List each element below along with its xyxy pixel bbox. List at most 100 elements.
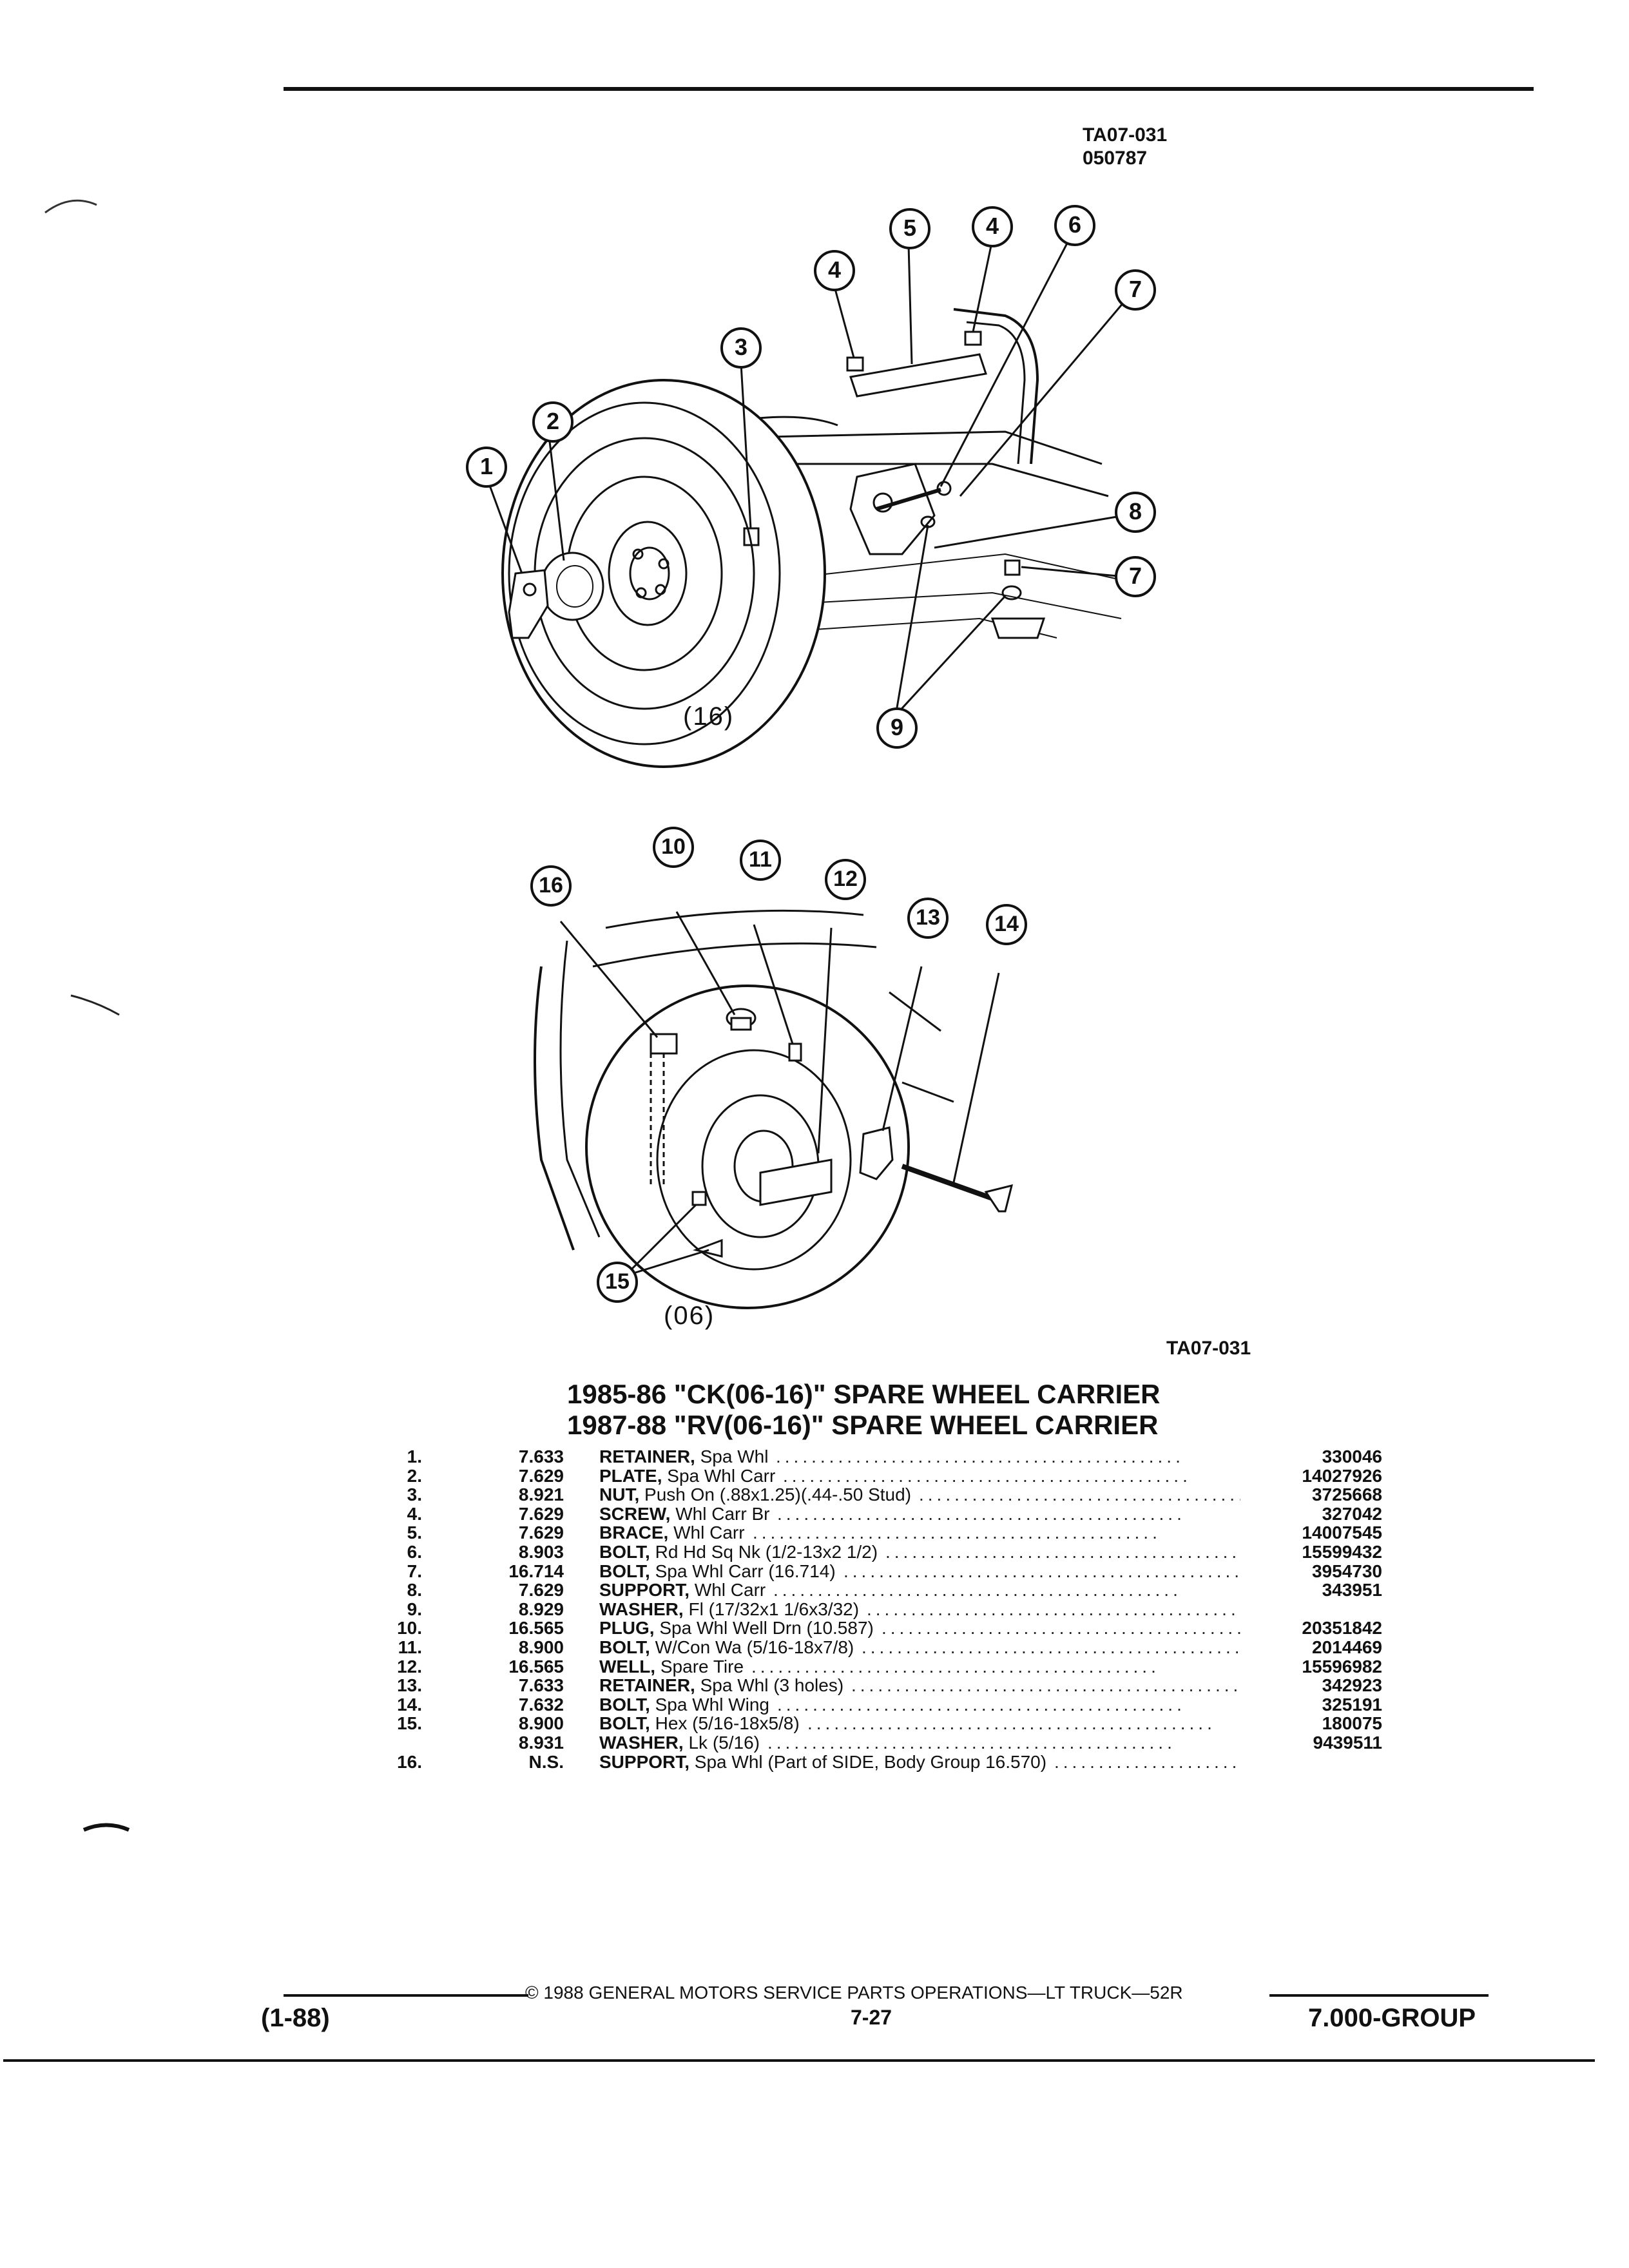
- part-description: BRACE, Whl Carr: [599, 1523, 745, 1543]
- group-number: 16.565: [508, 1656, 564, 1677]
- callout-9: 9: [890, 714, 904, 740]
- margin-marks: [44, 199, 130, 1832]
- item-number: 8.: [407, 1580, 422, 1600]
- item-number: 7.: [407, 1561, 422, 1581]
- callout-4b: 4: [985, 213, 999, 239]
- page-number: 7-27: [851, 2006, 892, 2029]
- top-exploded-diagram: [485, 238, 1135, 768]
- group-number: 8.929: [518, 1599, 564, 1619]
- item-number: 6.: [407, 1542, 422, 1562]
- leader-dots: ........................................…: [919, 1485, 1240, 1504]
- group-number: 8.900: [518, 1713, 564, 1734]
- part-description: BOLT, Rd Hd Sq Nk (1/2-13x2 1/2): [599, 1542, 878, 1562]
- top-rule: [284, 87, 1534, 91]
- leader-dots: ........................................…: [851, 1676, 1240, 1695]
- group-number: 16.714: [508, 1561, 564, 1581]
- item-number: 9.: [407, 1599, 422, 1619]
- footer-rule-left: [284, 1994, 528, 1997]
- item-number: 16.: [397, 1751, 422, 1772]
- part-number: 2014469: [1311, 1637, 1382, 1657]
- part-description: BOLT, Hex (5/16-18x5/8): [599, 1713, 800, 1734]
- item-number: 13.: [397, 1675, 422, 1696]
- item-number: 12.: [397, 1656, 422, 1677]
- leader-dots: ........................................…: [776, 1447, 1184, 1466]
- bottom-exploded-diagram: [534, 909, 1014, 1309]
- callout-11: 11: [749, 847, 772, 872]
- callout-3: 3: [734, 334, 748, 360]
- parts-row: 16. N.S. SUPPORT, Spa Whl (Part of SIDE, B…: [0, 1753, 1629, 1771]
- callout-7b: 7: [1128, 562, 1142, 589]
- callout-6: 6: [1068, 211, 1082, 238]
- part-description: SUPPORT, Whl Carr: [599, 1580, 766, 1600]
- part-number: 180075: [1322, 1713, 1382, 1734]
- leader-dots: ........................................…: [783, 1466, 1191, 1485]
- leader-dots: ........................................…: [843, 1561, 1240, 1581]
- part-number: 342923: [1322, 1675, 1382, 1696]
- item-number: 15.: [397, 1713, 422, 1734]
- parts-row: 11. 8.900 BOLT, W/Con Wa (5/16-18x7/8)....…: [0, 1638, 1629, 1657]
- group-number: 7.629: [518, 1503, 564, 1524]
- callout-8: 8: [1128, 498, 1142, 524]
- group-label: 7.000-GROUP: [1308, 2004, 1476, 2032]
- group-number: 8.900: [518, 1637, 564, 1657]
- bottom-rule: [3, 2059, 1595, 2062]
- part-number: 14027926: [1302, 1465, 1382, 1486]
- part-description: SUPPORT, Spa Whl (Part of SIDE, Body Gro…: [599, 1751, 1047, 1772]
- item-number: 3.: [407, 1485, 422, 1505]
- bottom-figure-label: (06): [664, 1302, 715, 1330]
- footer-rule-right: [1269, 1994, 1489, 1997]
- part-number: 3954730: [1311, 1561, 1382, 1581]
- group-number: 7.633: [518, 1675, 564, 1696]
- item-number: 11.: [398, 1637, 422, 1657]
- part-description: BOLT, W/Con Wa (5/16-18x7/8): [599, 1637, 854, 1657]
- callout-14: 14: [994, 912, 1019, 936]
- part-description: RETAINER, Spa Whl (3 holes): [599, 1675, 844, 1696]
- callout-15: 15: [605, 1269, 630, 1294]
- part-description: PLUG, Spa Whl Well Drn (10.587): [599, 1618, 874, 1639]
- item-number: 4.: [407, 1503, 422, 1524]
- parts-row: 3. 8.921 NUT, Push On (.88x1.25)(.44-.50 S…: [0, 1485, 1629, 1504]
- group-number: N.S.: [528, 1751, 564, 1772]
- callout-16: 16: [539, 873, 563, 898]
- part-description: BOLT, Spa Whl Wing: [599, 1694, 769, 1715]
- leader-dots: ........................................…: [1054, 1752, 1240, 1771]
- part-number: 15596982: [1302, 1656, 1382, 1677]
- part-description: WASHER, Lk (5/16): [599, 1733, 760, 1753]
- item-number: 1.: [407, 1446, 422, 1466]
- part-number: 327042: [1322, 1503, 1382, 1524]
- leader-dots: ........................................…: [773, 1581, 1182, 1600]
- leader-dots: ........................................…: [882, 1619, 1240, 1638]
- group-number: 8.921: [518, 1485, 564, 1505]
- group-number: 7.629: [518, 1523, 564, 1543]
- leader-dots: ........................................…: [862, 1638, 1240, 1657]
- copyright-line: © 1988 GENERAL MOTORS SERVICE PARTS OPER…: [525, 1983, 1183, 2003]
- drawing-code: TA07-031: [1083, 124, 1168, 146]
- group-number: 7.629: [518, 1465, 564, 1486]
- part-number: 14007545: [1302, 1523, 1382, 1543]
- item-number: 5.: [407, 1523, 422, 1543]
- callout-12: 12: [833, 867, 858, 891]
- part-description: SCREW, Whl Carr Br: [599, 1503, 770, 1524]
- part-description: NUT, Push On (.88x1.25)(.44-.50 Stud): [599, 1485, 912, 1505]
- leader-dots: ........................................…: [751, 1657, 1160, 1676]
- bottom-drawing-code: TA07-031: [1166, 1338, 1251, 1359]
- callout-2: 2: [546, 408, 560, 434]
- leader-dots: ........................................…: [885, 1542, 1240, 1561]
- title-line-2: 1987-88 "RV(06-16)" SPARE WHEEL CARRIER: [567, 1410, 1159, 1440]
- part-description: BOLT, Spa Whl Carr (16.714): [599, 1561, 836, 1581]
- part-number: 343951: [1322, 1580, 1382, 1600]
- group-number: 16.565: [508, 1618, 564, 1639]
- callout-5: 5: [903, 215, 917, 241]
- callout-13: 13: [916, 905, 940, 930]
